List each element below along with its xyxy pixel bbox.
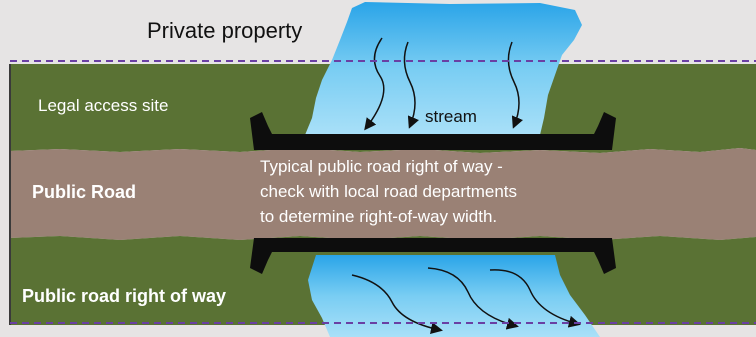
flow-arrow-4 (351, 274, 443, 335)
note-line: check with local road departments (260, 182, 518, 201)
stream-upper (305, 2, 582, 135)
legal-access-site-label: Legal access site (38, 96, 169, 115)
stream-lower (308, 255, 600, 337)
note-line: to determine right-of-way width. (260, 207, 498, 226)
private-property-label: Private property (147, 18, 303, 43)
stream-label: stream (425, 107, 477, 126)
road-band (10, 148, 756, 240)
public-road-row-label: Public road right of way (22, 286, 227, 306)
flow-arrow-6 (489, 269, 581, 328)
culvert-lower (250, 238, 616, 274)
flow-arrow-3 (507, 41, 523, 129)
flow-arrow-1 (364, 37, 385, 131)
flow-arrow-5 (427, 267, 519, 330)
right-of-way-note: Typical public road right of way - check… (260, 154, 680, 229)
flow-arrow-2 (403, 41, 419, 129)
culvert-upper (250, 112, 616, 150)
note-line: Typical public road right of way - (260, 157, 503, 176)
public-road-label: Public Road (32, 182, 137, 202)
